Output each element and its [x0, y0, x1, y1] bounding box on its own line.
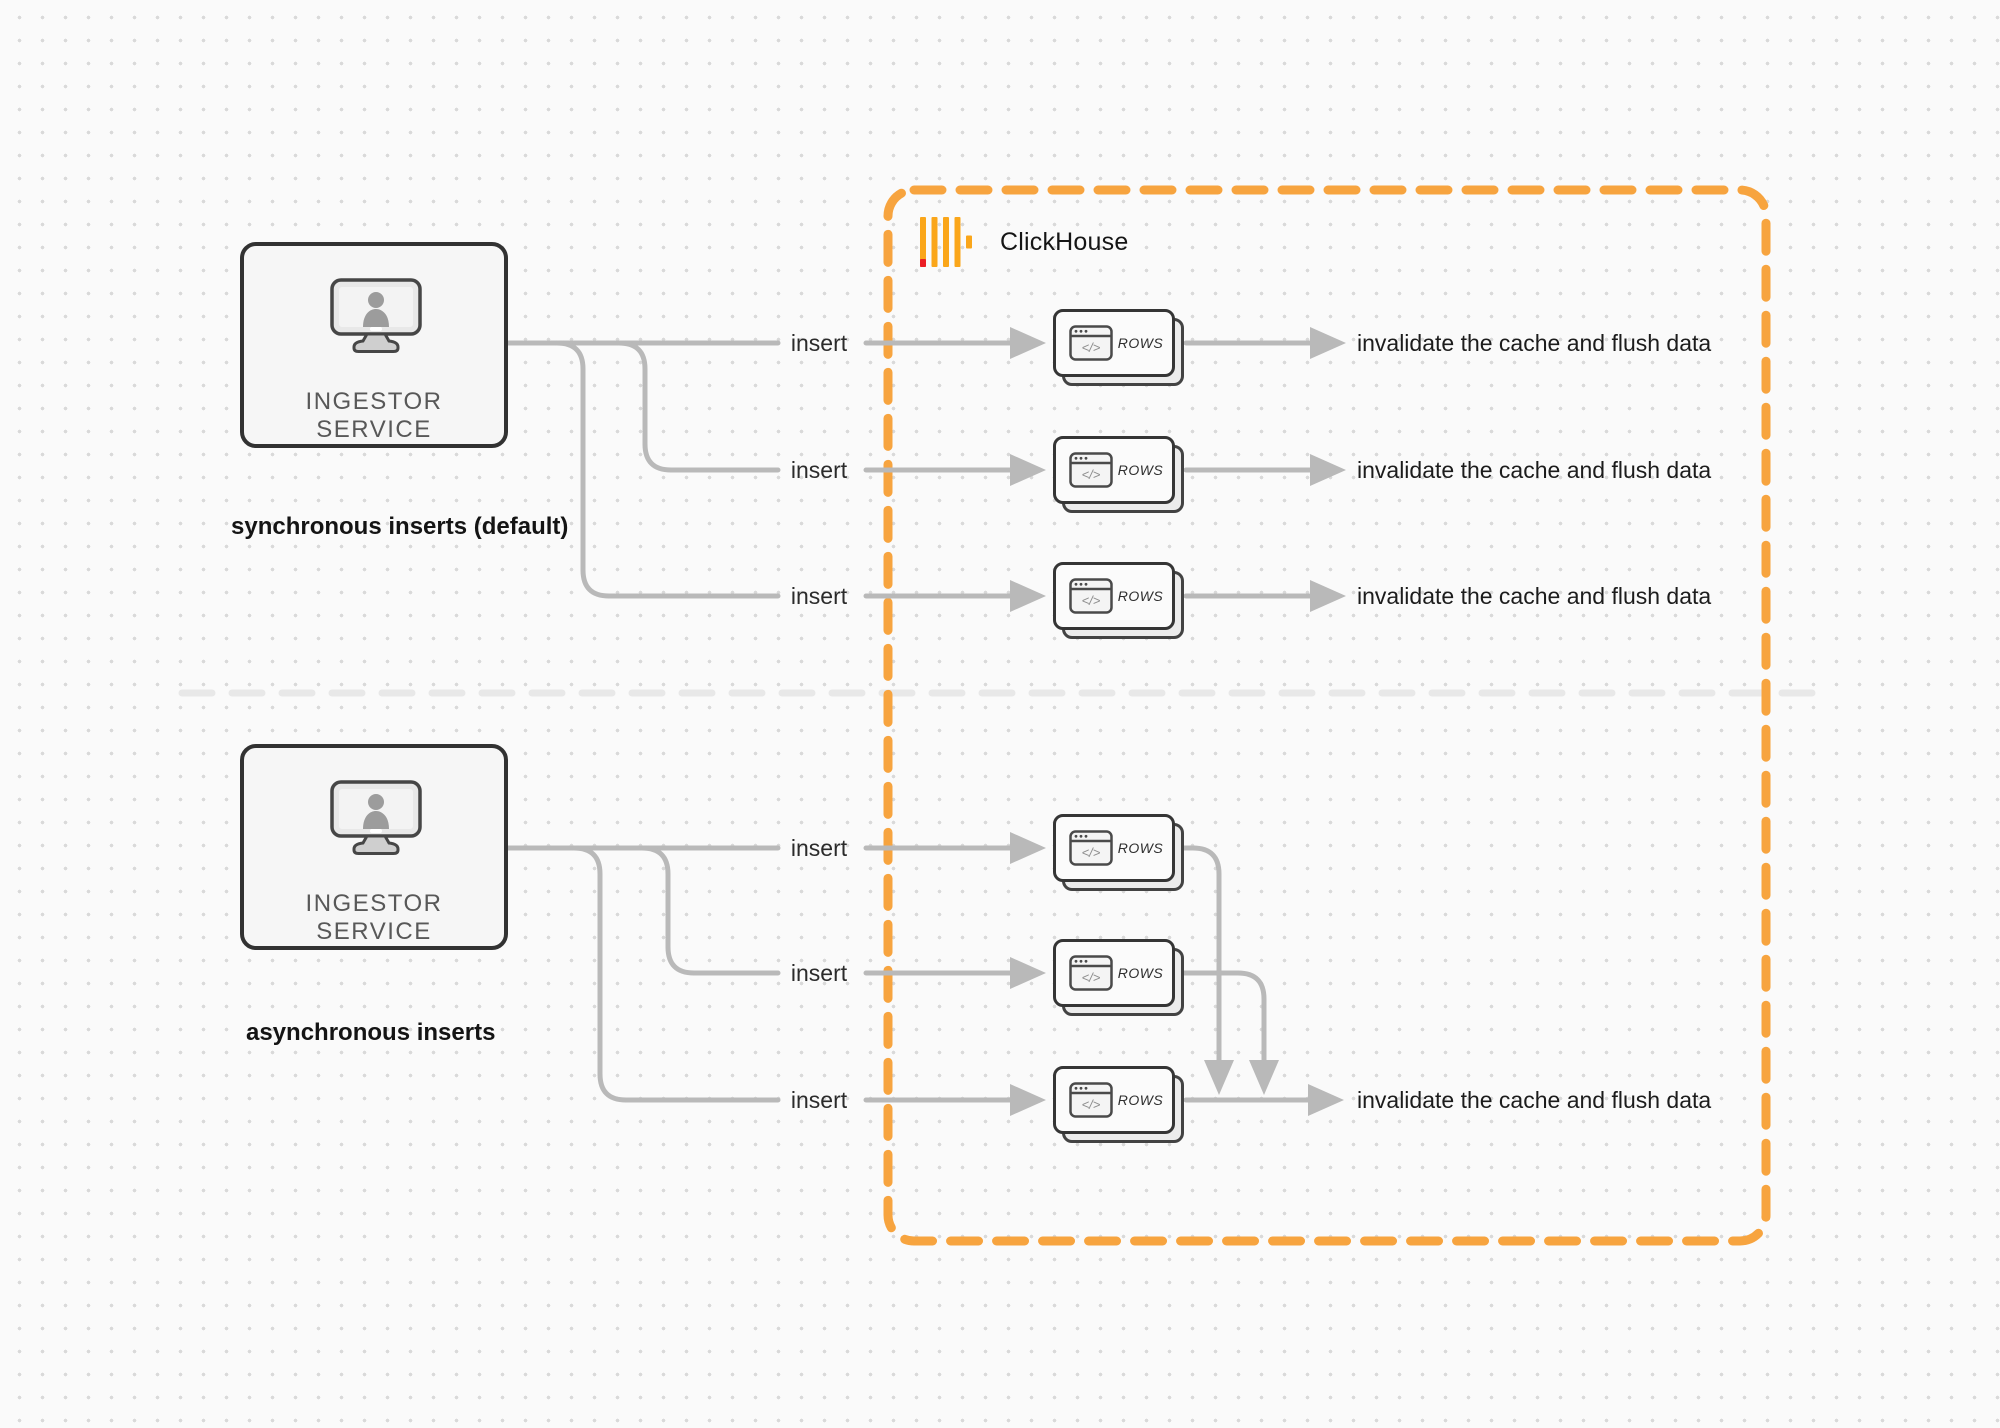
svg-text:</>: </>	[1082, 845, 1101, 860]
rows-card: </> ROWS	[1053, 814, 1184, 891]
ingestor-service-box-sync: INGESTOR SERVICE	[240, 242, 508, 448]
insert-label: insert	[790, 583, 848, 609]
insert-label: insert	[790, 330, 848, 356]
code-window-icon: </>	[1069, 578, 1113, 614]
result-label: invalidate the cache and flush data	[1357, 583, 1712, 609]
rows-label: ROWS	[1117, 462, 1164, 478]
gray-connectors	[505, 340, 1315, 1103]
rows-card: </> ROWS	[1053, 939, 1184, 1016]
rows-label: ROWS	[1117, 588, 1164, 604]
sync-caption: synchronous inserts (default)	[231, 513, 569, 540]
monitor-user-icon	[330, 780, 422, 855]
insert-label: insert	[790, 835, 848, 861]
svg-text:</>: </>	[1082, 593, 1101, 608]
svg-text:</>: </>	[1082, 340, 1101, 355]
clickhouse-header: ClickHouse	[918, 216, 1128, 268]
arrowheads	[1010, 327, 1346, 1116]
insert-label: insert	[790, 457, 848, 483]
rows-label: ROWS	[1117, 1092, 1164, 1108]
result-label: invalidate the cache and flush data	[1357, 1087, 1712, 1113]
clickhouse-logo-icon	[920, 217, 972, 267]
svg-text:</>: </>	[1082, 1097, 1101, 1112]
insert-label: insert	[790, 1087, 848, 1113]
code-window-icon: </>	[1069, 955, 1113, 991]
rows-card: </> ROWS	[1053, 436, 1184, 513]
clickhouse-label: ClickHouse	[1000, 227, 1129, 256]
async-caption: asynchronous inserts	[246, 1019, 496, 1046]
rows-label: ROWS	[1117, 335, 1164, 351]
clickhouse-boundary	[883, 185, 1771, 1246]
code-window-icon: </>	[1069, 452, 1113, 488]
rows-card: </> ROWS	[1053, 562, 1184, 639]
ingestor-service-label: INGESTOR SERVICE	[305, 388, 443, 443]
svg-text:</>: </>	[1082, 467, 1101, 482]
rows-card: </> ROWS	[1053, 309, 1184, 386]
ingestor-service-label: INGESTOR SERVICE	[305, 890, 443, 945]
monitor-user-icon	[330, 278, 422, 353]
rows-label: ROWS	[1117, 965, 1164, 981]
rows-label: ROWS	[1117, 840, 1164, 856]
code-window-icon: </>	[1069, 830, 1113, 866]
rows-card: </> ROWS	[1053, 1066, 1184, 1143]
result-label: invalidate the cache and flush data	[1357, 457, 1712, 483]
code-window-icon: </>	[1069, 325, 1113, 361]
ingestor-service-box-async: INGESTOR SERVICE	[240, 744, 508, 950]
result-label: invalidate the cache and flush data	[1357, 330, 1712, 356]
svg-text:</>: </>	[1082, 970, 1101, 985]
code-window-icon: </>	[1069, 1082, 1113, 1118]
insert-label: insert	[790, 960, 848, 986]
